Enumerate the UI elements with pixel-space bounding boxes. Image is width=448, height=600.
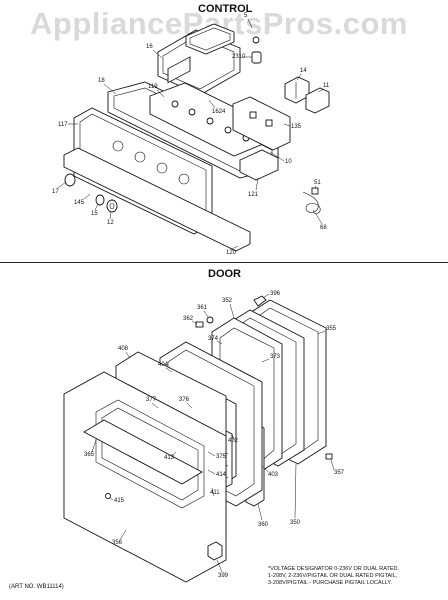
label-374: 374 (208, 336, 219, 342)
control-leader-lines (57, 18, 325, 250)
label-1624: 1624 (212, 109, 226, 115)
knob-12 (106, 199, 118, 213)
switch-2310 (251, 36, 262, 64)
label-414: 414 (216, 472, 227, 478)
screw-396 (253, 295, 267, 307)
art-number: (ART NO. WB11114) (9, 584, 64, 590)
label-376: 376 (179, 397, 190, 403)
label-16: 16 (146, 44, 153, 50)
end-cap-121 (239, 149, 279, 181)
label-14: 14 (300, 68, 307, 74)
label-51: 51 (314, 180, 321, 186)
label-10: 10 (285, 159, 292, 165)
label-120: 120 (226, 250, 237, 256)
label-404: 404 (158, 362, 169, 368)
label-396: 396 (270, 291, 281, 297)
label-356: 356 (112, 540, 123, 546)
label-12: 12 (107, 220, 114, 226)
label-403: 403 (268, 472, 279, 478)
label-145: 145 (74, 200, 85, 206)
section-title-door: DOOR (208, 268, 241, 280)
label-375: 375 (216, 454, 227, 460)
section-divider (0, 262, 448, 263)
clip-357 (325, 453, 333, 460)
label-17: 17 (52, 189, 59, 195)
door-handle (83, 419, 203, 485)
clock-module (185, 23, 235, 55)
relay-14 (284, 76, 310, 104)
screw-361 (206, 316, 214, 324)
label-18: 18 (98, 78, 105, 84)
label-11: 11 (323, 83, 330, 89)
label-355: 355 (326, 326, 337, 332)
label-15: 15 (91, 211, 98, 217)
label-68: 68 (320, 225, 327, 231)
relay-11 (305, 87, 330, 114)
bracket-135 (232, 96, 291, 151)
footnote-line: *VOLTAGE DESIGNATOR 0-236V OR DUAL RATED… (268, 566, 400, 572)
label-119: 119 (148, 84, 158, 90)
label-360: 360 (258, 522, 269, 528)
label-135: 135 (291, 124, 302, 130)
door-leader-lines (91, 293, 335, 573)
label-2310: 2310 (232, 54, 246, 60)
screw-415 (105, 493, 111, 499)
label-413: 413 (164, 455, 175, 461)
footnote-line: 3-208V/PIGTAIL - PURCHASE PIGTAIL LOCALL… (268, 580, 392, 586)
label-373: 373 (270, 354, 281, 360)
footnote-line: 1-208V, 2-236V/PIGTAIL OR DUAL RATED PIG… (268, 573, 398, 579)
label-121: 121 (248, 192, 259, 198)
label-402: 402 (228, 438, 239, 444)
label-117: 117 (58, 122, 68, 128)
label-399: 399 (218, 573, 229, 579)
plug-399 (207, 541, 223, 561)
trim-strip (63, 147, 251, 252)
label-362: 362 (183, 316, 194, 322)
label-5: 5 (244, 13, 248, 19)
section-title-control: CONTROL (198, 3, 253, 15)
label-352: 352 (222, 298, 233, 304)
knob-17 (64, 173, 76, 187)
label-377: 377 (146, 397, 157, 403)
label-415: 415 (114, 498, 125, 504)
label-365: 365 (84, 452, 95, 458)
label-357: 357 (334, 470, 345, 476)
knob-15 (95, 194, 105, 206)
label-408: 408 (118, 346, 129, 352)
label-361: 361 (197, 305, 208, 311)
voltage-footnote: *VOLTAGE DESIGNATOR 0-236V OR DUAL RATED… (268, 566, 438, 587)
wire-harness (302, 187, 321, 214)
screw-362 (195, 321, 204, 328)
label-411: 411 (210, 490, 220, 496)
label-350: 350 (290, 520, 301, 526)
